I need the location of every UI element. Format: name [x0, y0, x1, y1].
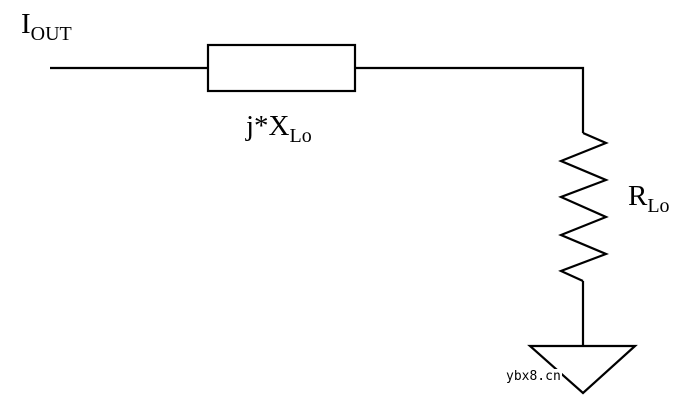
top-right-wire — [355, 66, 585, 133]
source-label: IOUT — [21, 8, 72, 45]
reactance-label: j*XLo — [246, 110, 312, 147]
watermark: ybx8.cn — [505, 369, 562, 384]
resistor-label: RLo — [628, 180, 670, 217]
reactance-box — [206, 43, 357, 93]
resistor-zigzag — [558, 131, 609, 283]
